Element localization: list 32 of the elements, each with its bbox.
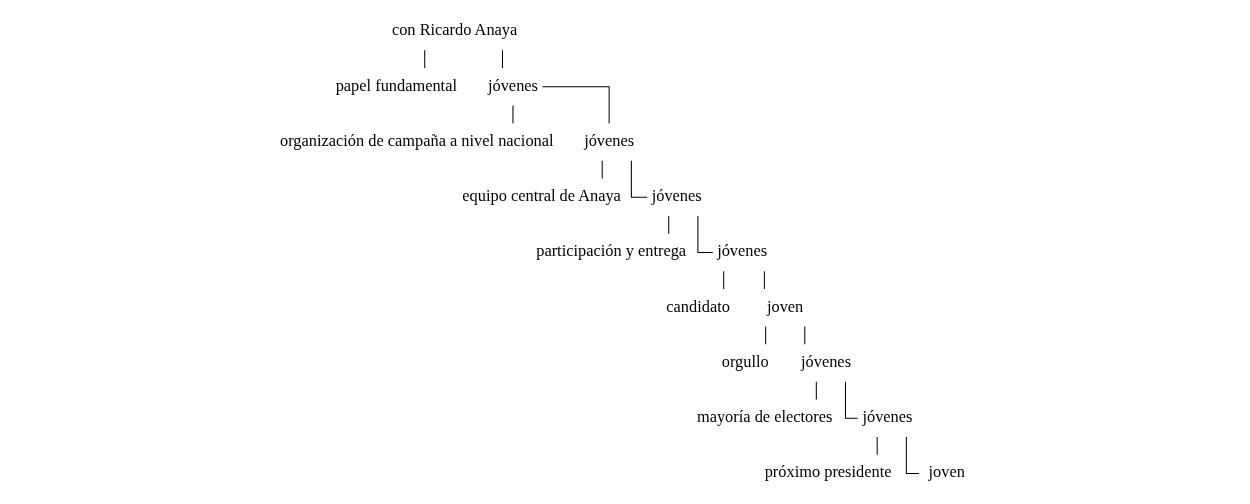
- node-text: papel fundamental: [335, 75, 457, 95]
- connector: [803, 325, 805, 345]
- connector: [501, 49, 503, 69]
- node-text: jóvenes: [651, 185, 702, 205]
- node-text: candidato: [665, 296, 730, 316]
- node-text: participación y entrega: [535, 240, 686, 260]
- node-text: jóvenes: [800, 351, 851, 371]
- node-text: equipo central de Anaya: [461, 185, 621, 205]
- connector: [630, 159, 648, 198]
- node-text: orgullo: [721, 351, 769, 371]
- connector: [423, 49, 425, 69]
- node-text: próximo presidente: [764, 461, 891, 481]
- connector: [905, 435, 920, 474]
- node-text: jóvenes: [487, 75, 538, 95]
- node-text: jóvenes: [583, 130, 634, 150]
- node-text: organización de campaña a nivel nacional: [279, 130, 554, 150]
- node-text: jóvenes: [861, 406, 912, 426]
- node-text: joven: [928, 461, 965, 481]
- connector: [763, 270, 765, 290]
- connector: [722, 270, 724, 290]
- node-text: mayoría de electores: [696, 406, 832, 426]
- connector: [876, 435, 878, 455]
- connector: [601, 159, 603, 179]
- node-text: con Ricardo Anaya: [391, 19, 517, 39]
- connector: [541, 85, 610, 124]
- node-text: joven: [766, 296, 803, 316]
- connector: [667, 214, 669, 234]
- connector: [844, 380, 858, 419]
- connector: [696, 214, 713, 253]
- connector: [764, 325, 766, 345]
- node-text: jóvenes: [716, 240, 767, 260]
- connector: [815, 380, 817, 400]
